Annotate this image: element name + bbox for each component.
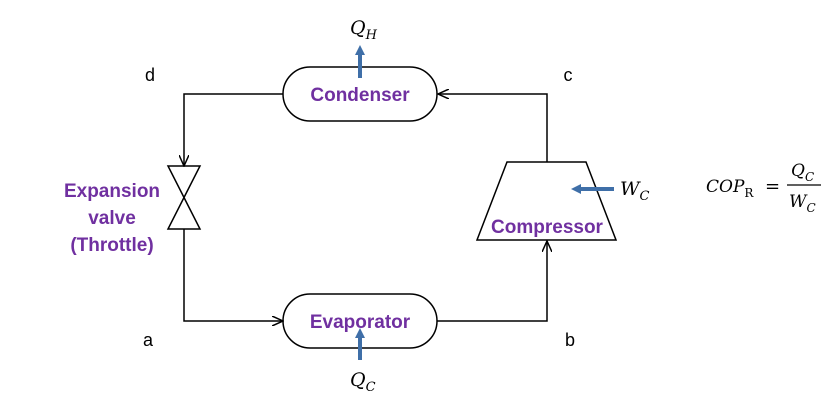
cop-lhs: COPR [706, 177, 754, 200]
state-a-label: a [143, 330, 154, 350]
cop-denominator: WC [789, 192, 816, 215]
state-d-label: d [145, 65, 155, 85]
compressor-label: Compressor [491, 217, 604, 238]
flow-lines [184, 94, 547, 321]
flow-condenser-to-valve [184, 93, 283, 166]
expansion-valve: Expansion valve (Throttle) [64, 165, 202, 256]
valve-label-line1: Expansion [64, 181, 160, 202]
flow-valve-to-evaporator [183, 229, 283, 321]
state-b-label: b [565, 330, 575, 350]
wc-symbol: WC [620, 178, 650, 204]
qc-symbol: QC [350, 369, 376, 395]
cop-equals: = [765, 176, 780, 197]
flow-evaporator-to-compressor [437, 241, 547, 322]
condenser-label: Condenser [310, 85, 410, 106]
state-c-label: c [564, 65, 573, 85]
compressor: Compressor [475, 161, 618, 241]
evaporator-label: Evaporator [310, 312, 411, 333]
cop-equation: COPR = QC WC [706, 161, 821, 215]
flow-c-to-condenser [438, 94, 548, 162]
valve-label-line2: valve [88, 208, 136, 229]
cop-numerator: QC [791, 161, 814, 184]
qh-symbol: QH [350, 17, 378, 43]
valve-label-line3: (Throttle) [70, 235, 153, 256]
